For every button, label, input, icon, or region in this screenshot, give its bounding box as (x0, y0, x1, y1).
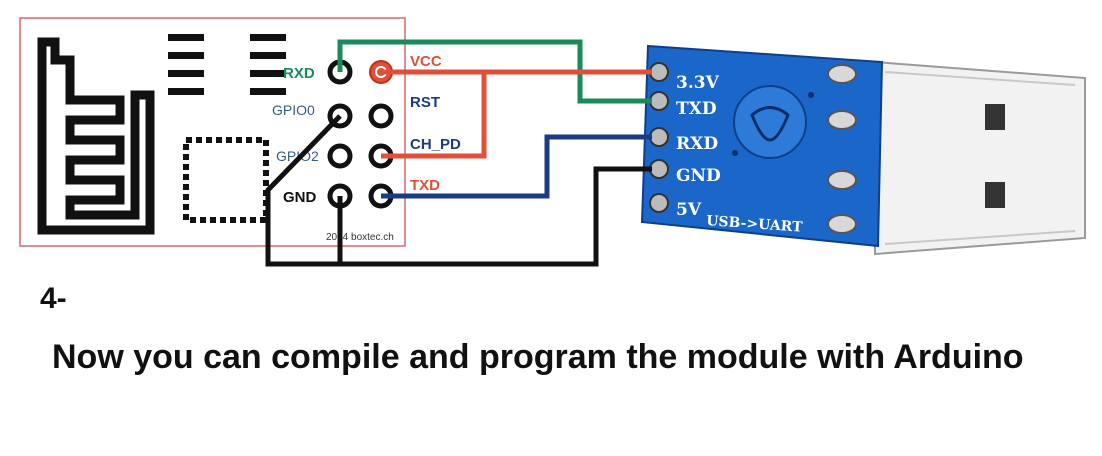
uart-board-label: USB->UART (706, 213, 804, 236)
uart-pin-label: TXD (676, 99, 717, 119)
uart-pin-label: RXD (676, 134, 718, 154)
pin-rst (368, 103, 394, 129)
usb-contact-slot (985, 104, 1005, 130)
uart-pin-label: 3.3V (676, 73, 720, 93)
wire-txd-to-rxd (381, 134, 652, 199)
wire-rxd-to-txd (337, 39, 652, 104)
label-ch-pd: CH_PD (410, 136, 461, 153)
copyright-text: 2014 boxtec.ch (326, 232, 394, 243)
esp-chip (183, 137, 269, 223)
usb-contact-slot (985, 182, 1005, 208)
label-gpio0: GPIO0 (272, 102, 315, 118)
label-rst: RST (410, 94, 440, 111)
uart-chip (733, 85, 807, 159)
wire-gnd-to-gnd (337, 166, 652, 267)
step-number: 4- (40, 282, 67, 315)
pin-gpio2 (327, 143, 353, 169)
label-gnd: GND (283, 189, 317, 206)
step-instruction: Now you can compile and program the modu… (52, 338, 1024, 376)
wire-vcc-to-chpd (381, 72, 487, 159)
usb-uart-adapter: 3.3V TXD RXD GND 5V USB->UART (640, 44, 1086, 256)
wire-gpio0-to-gnd (265, 114, 342, 267)
usb-plug (874, 60, 1086, 256)
antenna-trace (37, 37, 155, 235)
label-rxd: RXD (283, 65, 315, 82)
wires (265, 39, 652, 267)
uart-pin-label: 5V (676, 200, 702, 220)
label-txd: TXD (410, 177, 440, 194)
uart-pin-label: GND (676, 166, 721, 186)
smd-components (168, 34, 286, 95)
label-vcc: VCC (410, 53, 442, 70)
